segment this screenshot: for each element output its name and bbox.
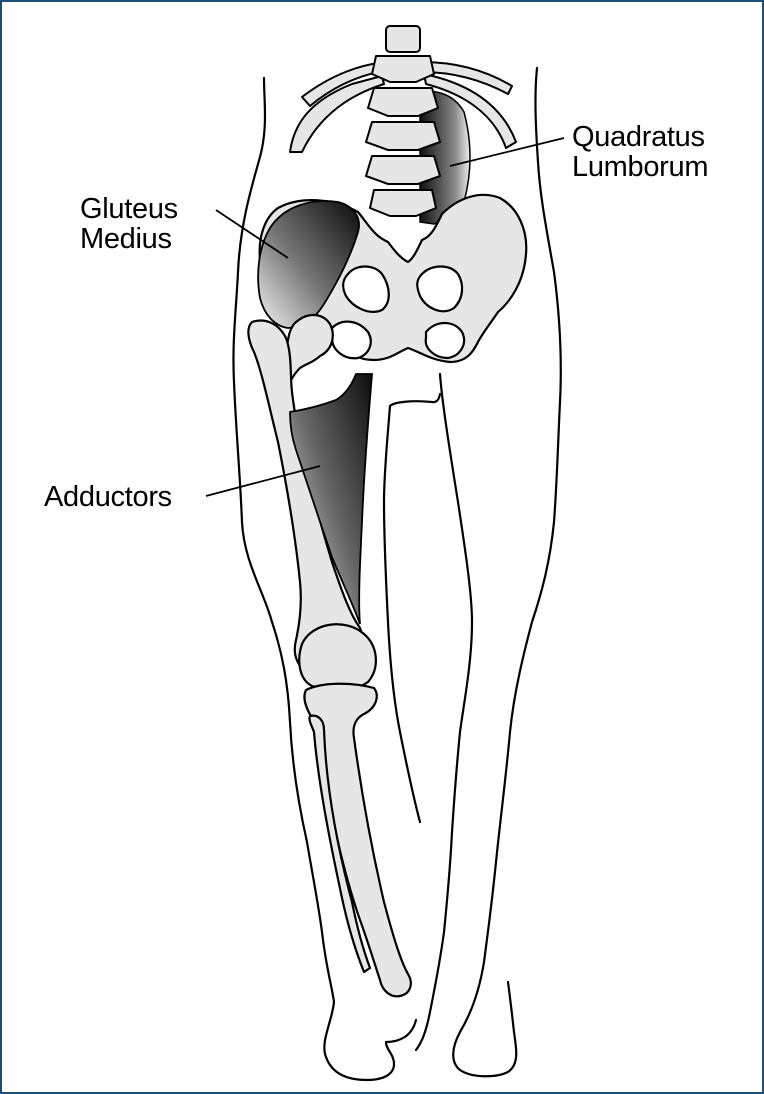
vertebra-top xyxy=(386,26,420,52)
knee xyxy=(299,624,376,690)
crotch-outline xyxy=(390,394,440,406)
label-gluteus-line2: Medius xyxy=(80,224,178,254)
label-quadratus-lumborum: Quadratus Lumborum xyxy=(572,122,708,182)
right-leg-inner xyxy=(384,406,420,822)
pelvic-ramus-right xyxy=(426,323,464,358)
vertebra-5 xyxy=(370,190,436,216)
label-quadratus-line1: Quadratus xyxy=(572,122,708,152)
vertebra-3 xyxy=(366,122,440,150)
label-gluteus-medius: Gluteus Medius xyxy=(80,194,178,254)
label-adductors-line1: Adductors xyxy=(44,482,172,512)
patella xyxy=(299,624,376,690)
label-gluteus-line1: Gluteus xyxy=(80,194,178,224)
label-quadratus-line2: Lumborum xyxy=(572,152,708,182)
vertebra-2 xyxy=(368,88,438,116)
vertebra-4 xyxy=(366,156,440,184)
lower-leg-bones xyxy=(304,684,410,997)
left-leg-inner xyxy=(416,374,472,1050)
label-adductors: Adductors xyxy=(44,482,172,512)
vertebra-1 xyxy=(372,56,434,82)
